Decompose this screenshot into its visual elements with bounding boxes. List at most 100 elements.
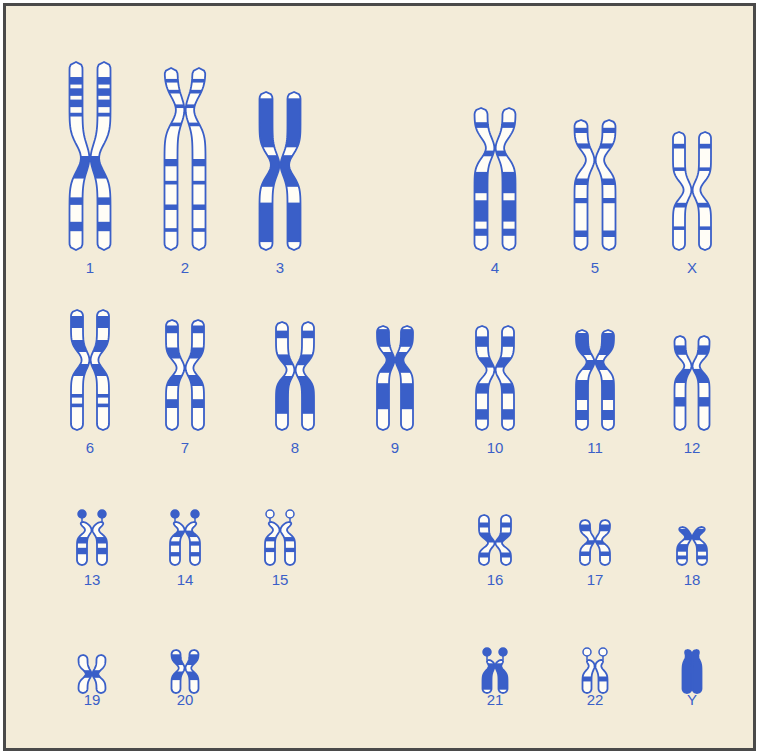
- chromosome-number: 13: [70, 571, 114, 589]
- chromosome-band: [665, 345, 695, 354]
- chromatid-outline: [693, 527, 707, 565]
- band-group: [566, 333, 598, 420]
- chromatid-outline: [479, 515, 494, 565]
- chromosome-band: [182, 159, 216, 166]
- chromosome-ideogram: [574, 648, 616, 693]
- band-group: [391, 329, 423, 409]
- chromosome-band: [663, 203, 695, 208]
- chromosome-band: [464, 122, 498, 128]
- satellite: [98, 510, 106, 518]
- chromosome-band: [87, 222, 121, 231]
- band-group: [88, 537, 116, 554]
- chromatid-outline: [77, 522, 92, 565]
- chromosome-number: 14: [163, 571, 207, 589]
- chromosome-band: [87, 113, 121, 117]
- chromatid-outline: [596, 330, 614, 430]
- chromatid-outline: [91, 310, 109, 430]
- chromatid: [693, 132, 711, 250]
- chromosome-ideogram: [474, 648, 516, 693]
- chromosome-number: 11: [573, 439, 617, 457]
- band-group: [59, 77, 93, 231]
- chromosome-ideogram: [466, 326, 524, 430]
- chromosome-ideogram: [256, 510, 304, 565]
- chromosome-band: [161, 541, 189, 545]
- band-group: [665, 345, 695, 406]
- chromosome-band: [492, 336, 524, 346]
- chromosome-ideogram: [249, 92, 311, 250]
- chromatid-outline: [693, 132, 711, 250]
- chromosome-ideogram: [59, 62, 121, 250]
- chromosome-band: [592, 333, 624, 355]
- chromatid: [673, 132, 691, 250]
- chromosome-band: [592, 231, 626, 238]
- chromosome-ideogram: [156, 320, 214, 430]
- chromatid-outline: [496, 326, 514, 430]
- chromosome-band: [277, 203, 311, 243]
- chromosome-ideogram: [665, 336, 719, 430]
- chromosome-band: [464, 172, 498, 193]
- chromosome-number: 8: [273, 439, 317, 457]
- chromosome-band: [154, 205, 188, 210]
- band-group: [61, 316, 93, 407]
- chromosome-band: [492, 523, 520, 528]
- chromosome-number: 20: [163, 691, 207, 709]
- chromosome-band: [249, 98, 283, 147]
- chromosome-number: 9: [373, 439, 417, 457]
- chromosome-number: 4: [473, 259, 517, 277]
- chromosome-band: [391, 383, 423, 409]
- chromosome-ideogram: [70, 655, 114, 693]
- chromatid-outline: [673, 132, 691, 250]
- band-group: [87, 77, 121, 231]
- chromosome-band: [591, 552, 619, 557]
- chromosome-band: [59, 222, 93, 231]
- chromatid-outline: [475, 108, 495, 250]
- satellite: [599, 648, 607, 656]
- chromosome-band: [689, 203, 721, 208]
- chromosome-band: [182, 348, 214, 359]
- chromosome-band: [87, 88, 121, 96]
- chromosome-band: [87, 197, 121, 205]
- band-group: [68, 537, 96, 554]
- chromosome-number: 16: [473, 571, 517, 589]
- chromosome-band: [182, 90, 216, 94]
- chromatid-outline: [281, 522, 296, 565]
- chromatid-outline: [675, 336, 692, 430]
- chromosome-number: 3: [258, 259, 302, 277]
- chromatid-outline: [476, 326, 494, 430]
- chromosome-band: [668, 544, 696, 552]
- chromatid-outline: [91, 62, 111, 250]
- chromosome-band: [154, 79, 188, 83]
- chromosome-band: [564, 128, 598, 133]
- chromosome-band: [367, 383, 399, 409]
- chromatid-outline: [683, 650, 692, 693]
- chromosome-number: 15: [258, 571, 302, 589]
- chromosome-ideogram: [154, 68, 216, 250]
- chromosome-number: 21: [473, 691, 517, 709]
- satellite: [483, 648, 491, 656]
- chromosome-band: [182, 205, 216, 210]
- chromosome-band: [88, 537, 116, 543]
- chromosome-band: [154, 181, 188, 185]
- chromosome-band: [689, 144, 721, 149]
- chromosome-ideogram: [566, 330, 624, 430]
- chromatid-outline: [496, 515, 511, 565]
- band-group: [590, 677, 616, 682]
- chromosome-band: [181, 541, 209, 545]
- satellite: [266, 510, 274, 518]
- chromosome-band: [663, 144, 695, 149]
- band-group: [689, 345, 719, 406]
- chromosome-band: [689, 345, 719, 354]
- chromosome-band: [688, 556, 716, 560]
- chromatid-outline: [186, 68, 206, 250]
- satellite: [78, 510, 86, 518]
- chromosome-band: [492, 172, 526, 193]
- chromosome-band: [59, 77, 93, 85]
- chromatid-outline: [483, 660, 495, 693]
- chromosome-band: [156, 399, 188, 408]
- chromosome-band: [182, 399, 214, 408]
- chromatid-outline: [595, 660, 607, 693]
- chromosome-band: [665, 397, 695, 406]
- chromosome-band: [566, 333, 598, 355]
- chromatid-outline: [495, 660, 507, 693]
